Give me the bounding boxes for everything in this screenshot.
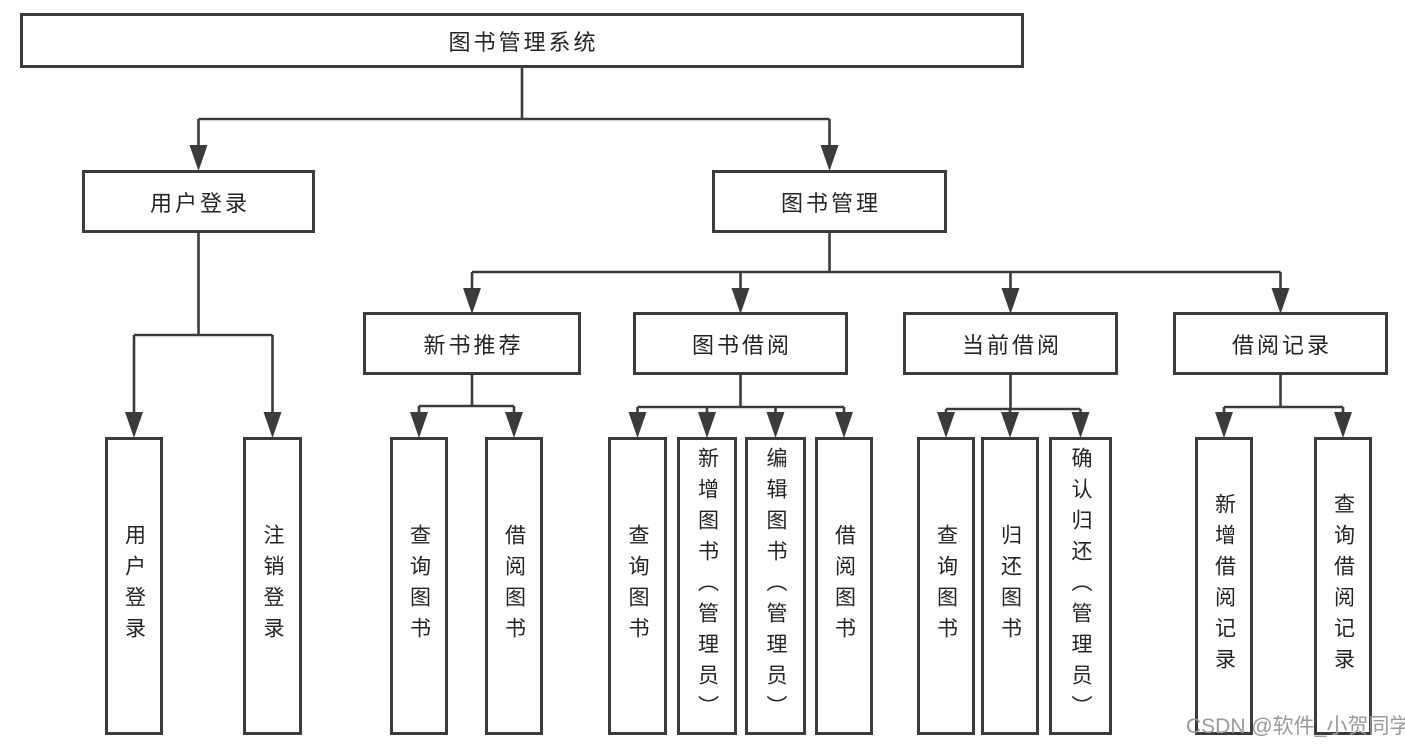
connector-book-mgmt-branch [470, 233, 1282, 309]
connector-root [197, 68, 831, 166]
connector-user-login-branch [132, 233, 274, 433]
arrowhead [505, 412, 523, 438]
arrowheads [125, 145, 1352, 438]
node-current-borrowing: 当前借阅 [903, 312, 1118, 375]
node-library-system: 图书管理系统 [20, 13, 1024, 68]
node-borrow-books: 借阅图书 [815, 437, 873, 735]
node-user-login-branch: 用户登录 [82, 170, 315, 233]
node-book-management: 图书管理 [712, 170, 947, 233]
node-borrow-books-recommend: 借阅图书 [485, 437, 543, 735]
node-confirm-return-admin: 确认归还（管理员） [1049, 437, 1112, 735]
arrowhead [410, 412, 428, 438]
node-user-login: 用户登录 [105, 437, 163, 735]
arrowhead [628, 412, 647, 438]
arrowhead [125, 412, 143, 438]
watermark: CSDN @软件_小贺同学 [1186, 715, 1405, 738]
arrowhead [189, 145, 208, 171]
arrowhead [835, 412, 853, 438]
arrowhead [766, 412, 785, 438]
arrowhead [1271, 288, 1290, 314]
node-logout: 注销登录 [243, 437, 302, 735]
node-edit-books-admin: 编辑图书（管理员） [745, 437, 806, 735]
node-add-borrow-record: 新增借阅记录 [1195, 437, 1253, 735]
node-query-books-recommend: 查询图书 [390, 437, 448, 735]
arrowhead [820, 145, 839, 171]
node-borrowing-records: 借阅记录 [1173, 312, 1388, 375]
node-query-borrow-record: 查询借阅记录 [1314, 437, 1372, 735]
arrowhead [463, 288, 481, 314]
node-book-borrowing: 图书借阅 [633, 312, 848, 375]
node-query-books-borrow: 查询图书 [608, 437, 667, 735]
node-add-books-admin: 新增图书（管理员） [677, 437, 737, 735]
node-query-books-current: 查询图书 [917, 437, 975, 735]
arrowhead [1001, 288, 1020, 314]
arrowhead [1001, 412, 1019, 438]
arrowhead [937, 412, 955, 438]
arrowhead [698, 412, 716, 438]
connector-book-borrow-branch [636, 375, 846, 434]
connector-new-book-branch [417, 375, 516, 434]
connector-borrow-record-branch [1222, 375, 1345, 434]
arrowhead [1215, 412, 1233, 438]
node-new-book-recommend: 新书推荐 [363, 312, 581, 375]
arrowhead [731, 288, 750, 314]
arrowhead [263, 412, 282, 438]
arrowhead [1334, 412, 1352, 438]
node-return-books: 归还图书 [981, 437, 1039, 735]
arrowhead [1071, 412, 1090, 438]
